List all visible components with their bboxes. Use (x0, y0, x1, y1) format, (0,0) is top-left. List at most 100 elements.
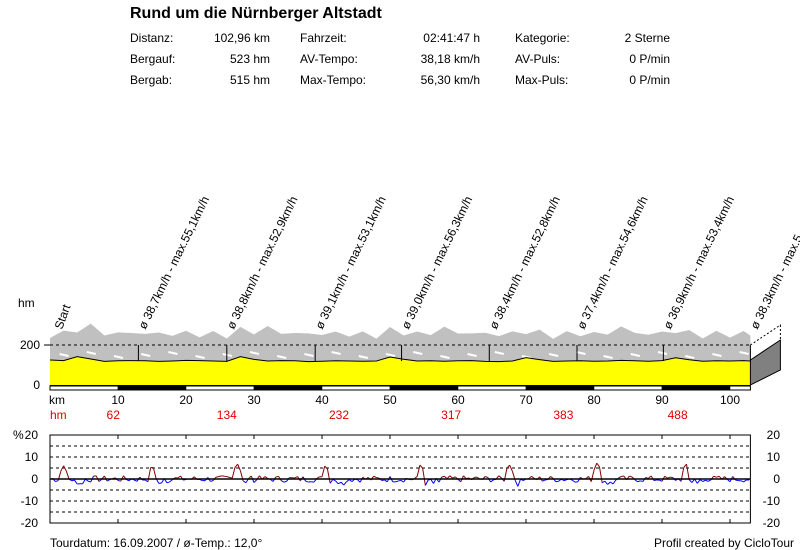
terrain-line (49, 356, 751, 363)
gradient-segment (726, 479, 731, 483)
gradient-segment (237, 463, 241, 471)
gradient-segment (280, 480, 285, 483)
km-bar-segment (389, 385, 459, 391)
terrain-area (50, 356, 751, 385)
gradient-segment (634, 479, 638, 483)
km-bar-segment (117, 385, 187, 391)
gradient-segment (357, 479, 361, 483)
gradient-segment (169, 479, 173, 483)
gradient-segment (384, 479, 388, 483)
gradient-segment (601, 480, 606, 484)
gradient-segment (713, 475, 717, 478)
gradient-y-label: -20 (21, 516, 39, 530)
gradient-segment (550, 476, 554, 479)
lap-speed-label: ø 37,4km/h - max.54,6km/h (574, 194, 651, 331)
gradient-segment (106, 479, 111, 482)
gradient-segment (607, 481, 611, 485)
stat-label: Max-Puls: (515, 73, 569, 87)
gradient-segment (653, 479, 657, 481)
gradient-segment (55, 480, 59, 483)
gradient-segment (667, 476, 671, 479)
gradient-segment (348, 479, 353, 482)
gradient-segment (517, 478, 522, 487)
gradient-segment (63, 465, 67, 472)
gradient-segment (253, 479, 258, 483)
y-tick-label: 200 (20, 338, 40, 352)
gradient-segment (490, 479, 494, 483)
gradient-segment (177, 475, 181, 479)
gradient-segment (531, 475, 535, 479)
km-bar-segment (593, 385, 663, 391)
gradient-segment (670, 476, 673, 479)
band-streak (113, 355, 124, 359)
x-tick-label: 80 (587, 393, 601, 407)
snow-band (50, 323, 751, 362)
gradient-segment (705, 479, 709, 482)
hm-value: 383 (553, 408, 573, 422)
band-streak (467, 353, 477, 357)
gradient-segment (618, 476, 622, 479)
band-streak (140, 353, 151, 357)
start-label: Start (52, 302, 74, 331)
stat-label: AV-Puls: (515, 52, 561, 66)
gradient-segment (509, 464, 513, 472)
gradient-segment (71, 479, 75, 482)
gradient-segment (640, 480, 644, 482)
gradient-segment (395, 480, 399, 483)
gradient-segment (596, 462, 600, 467)
gradient-segment (65, 470, 70, 480)
gradient-segment (555, 480, 559, 483)
gradient-segment (60, 465, 65, 472)
stat-label: Distanz: (130, 31, 174, 45)
gradient-segment (707, 479, 712, 482)
km-bar-segment (321, 385, 391, 391)
y-tick-label: 0 (33, 378, 40, 392)
stat-value: 0 P/min (629, 73, 670, 87)
gradient-segment (650, 475, 655, 481)
band-streak (630, 353, 641, 357)
gradient-segment (542, 479, 546, 482)
gradient-y-label: -10 (21, 494, 39, 508)
lap-speed-label: ø 38,4km/h - max.52,8km/h (486, 194, 563, 331)
gradient-segment (416, 465, 421, 477)
lap-speed-label: ø 38,3km/h - max.5 (748, 232, 800, 331)
gradient-segment (702, 479, 706, 482)
side-block (749, 339, 781, 386)
x-tick-label: 30 (247, 393, 261, 407)
gradient-segment (629, 475, 633, 478)
gradient-segment (326, 468, 331, 484)
gradient-segment (340, 481, 345, 486)
gradient-segment (604, 480, 608, 485)
band-streak (331, 351, 341, 355)
gradient-segment (117, 479, 121, 482)
lap-speed-label: ø 36,9km/h - max.53,4km/h (660, 194, 737, 331)
km-bar-segment (185, 385, 255, 391)
gradient-segment (683, 463, 687, 468)
gradient-segment (231, 467, 236, 479)
km-bar-segment (49, 385, 119, 391)
stat-label: AV-Tempo: (300, 52, 358, 66)
gradient-segment (234, 463, 239, 468)
gradient-segment (275, 475, 279, 478)
gradient-segment (446, 475, 451, 480)
gradient-segment (144, 479, 149, 483)
km-bar-segment (457, 385, 527, 391)
gradient-segment (696, 479, 701, 484)
stat-value: 38,18 km/h (420, 52, 480, 66)
gradient-segment (610, 481, 614, 485)
gradient-segment (376, 477, 380, 479)
band-streak (603, 355, 613, 359)
km-bar-segment (729, 385, 751, 391)
gradient-segment (571, 479, 576, 483)
gradient-segment (457, 479, 462, 483)
stat-label: Fahrzeit: (300, 31, 347, 45)
x-tick-label: 40 (315, 393, 329, 407)
lap-speed-label: ø 39,1km/h - max.53,1km/h (312, 194, 389, 331)
gradient-segment (321, 466, 326, 477)
band-streak (385, 353, 396, 357)
gradient-segment (685, 464, 690, 480)
gradient-segment (485, 476, 489, 479)
band-streak (712, 353, 722, 357)
lap-speed-label: ø 38,7km/h - max.55,1km/h (136, 194, 213, 331)
